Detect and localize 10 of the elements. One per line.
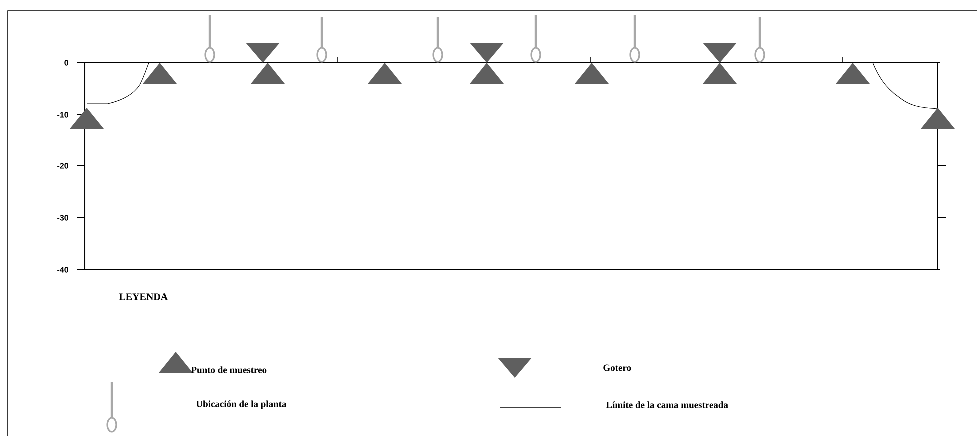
legend-label: Punto de muestreo	[191, 366, 267, 374]
tick-label: -30	[58, 215, 68, 221]
legend-heading: LEYENDA	[119, 294, 168, 300]
legend-label: Ubicación de la planta	[196, 400, 287, 410]
legend-label: Gotero	[604, 364, 632, 372]
tick-label: 0	[64, 60, 68, 66]
tick-label: -20	[58, 163, 68, 169]
legend-label: Límite de la cama muestreada	[606, 402, 728, 408]
tick-label: -10	[58, 112, 68, 118]
tick-label: -40	[58, 267, 68, 273]
